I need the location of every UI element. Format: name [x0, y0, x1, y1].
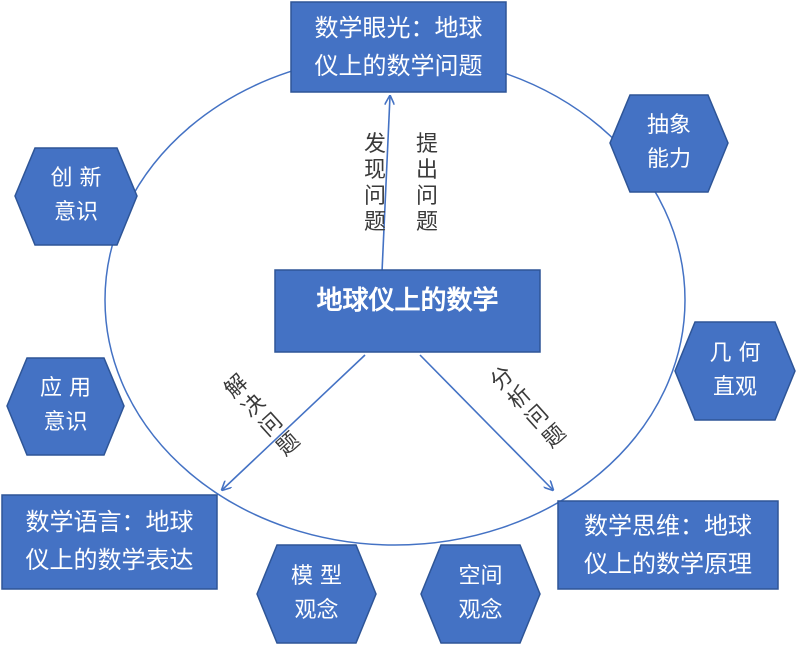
hex-yingyong-line1: 应 用	[40, 376, 91, 401]
hex-moxing-line2: 观念	[294, 598, 339, 623]
box-right-line2: 仪上的数学原理	[584, 550, 752, 578]
arrow-up	[381, 96, 390, 273]
hex-jihe-line1: 几 何	[709, 341, 761, 366]
hex-chouxiang-label: 抽象 能力	[610, 109, 728, 177]
hex-chouxiang	[609, 94, 729, 193]
arrow-down-right	[419, 354, 553, 490]
box-left-label: 数学语言：地球 仪上的数学表达	[2, 503, 217, 579]
hex-moxing	[256, 544, 377, 644]
arrow-down-left	[222, 354, 366, 490]
hex-yingyong-line2: 意识	[43, 410, 88, 435]
hex-yingyong-label: 应 用 意识	[7, 372, 124, 440]
hex-kongjian-line2: 观念	[458, 598, 503, 623]
hex-chouxiang-line2: 能力	[646, 147, 691, 172]
center-box	[274, 269, 541, 353]
box-left-line1: 数学语言：地球	[25, 508, 194, 536]
box-left-line2: 仪上的数学表达	[25, 546, 194, 574]
hex-kongjian-line1: 空间	[458, 564, 503, 589]
box-top-line1: 数学眼光：地球	[314, 14, 483, 42]
hex-yingyong	[6, 357, 125, 456]
hex-chuangxin-label: 创 新 意识	[15, 162, 137, 230]
hex-kongjian-label: 空间 观念	[421, 560, 540, 628]
hex-jihe-line2: 直观	[712, 375, 757, 400]
hex-chouxiang-line1: 抽象	[646, 113, 691, 138]
hex-chuangxin-line1: 创 新	[50, 166, 102, 191]
box-right	[557, 500, 779, 590]
box-top-line2: 仪上的数学问题	[314, 52, 483, 80]
hex-jihe	[674, 321, 796, 421]
hex-jihe-label: 几 何 直观	[675, 337, 795, 405]
hex-moxing-label: 模 型 观念	[257, 560, 376, 628]
box-right-label: 数学思维：地球 仪上的数学原理	[558, 507, 778, 583]
box-top-label: 数学眼光：地球 仪上的数学问题	[291, 9, 506, 85]
hex-moxing-line1: 模 型	[291, 564, 342, 589]
box-left	[1, 494, 218, 590]
hex-chuangxin-line2: 意识	[53, 200, 98, 225]
box-right-line1: 数学思维：地球	[584, 512, 752, 540]
arrow-label-faxian: 发现问题	[363, 132, 386, 235]
center-text: 地球仪上的数学	[316, 286, 499, 316]
center-label: 地球仪上的数学	[275, 281, 540, 321]
hex-kongjian	[420, 544, 541, 644]
box-top	[290, 1, 507, 93]
arrow-label-tichu: 提出问题	[415, 132, 438, 235]
hex-chuangxin	[14, 147, 138, 246]
